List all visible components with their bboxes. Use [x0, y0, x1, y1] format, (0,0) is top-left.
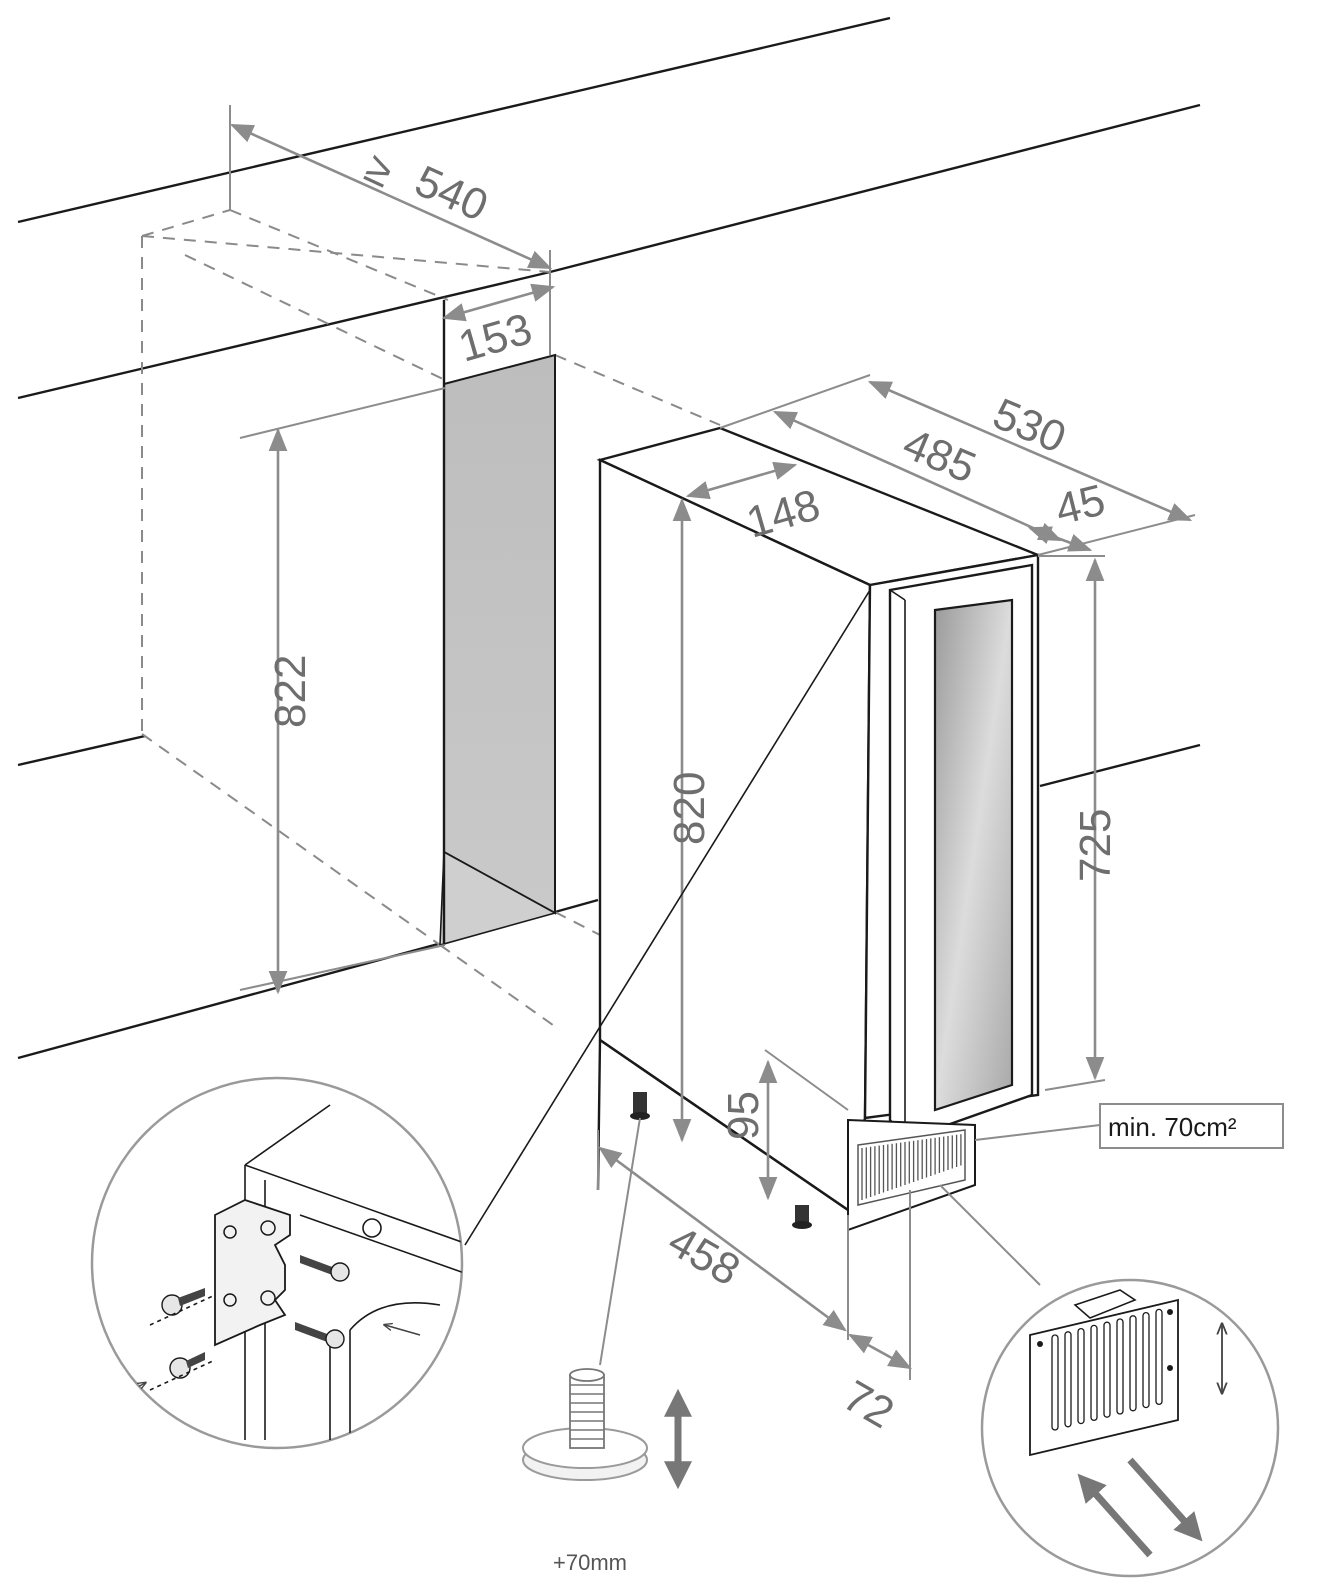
screw-icon [300, 1255, 350, 1282]
dim-niche-height: 822 [266, 655, 315, 728]
foot-detail: +70mm [522, 1368, 692, 1575]
grille-detail-slot [1129, 1315, 1137, 1412]
dim-niche-width: 153 [453, 304, 537, 371]
adjustable-foot-rear [792, 1205, 812, 1229]
insert-arrow-icon [1077, 1473, 1153, 1558]
grille-detail-slot [1142, 1311, 1150, 1409]
wine-cooler [596, 426, 1043, 1232]
dim-plinth-offset: 72 [835, 1371, 902, 1438]
direction-arrow-icon [114, 1383, 145, 1401]
grille-detail-slot [1116, 1318, 1124, 1415]
grille-detail-slot [1090, 1324, 1098, 1422]
dim-niche-depth: 540 [408, 156, 495, 231]
detail-leader-hinge [464, 589, 871, 1246]
screw-icon [295, 1322, 345, 1349]
grille-detail-slot [1051, 1334, 1059, 1431]
detail-grille-circle [980, 1278, 1280, 1578]
screw-icon [161, 1288, 205, 1316]
dim-door-thickness: 45 [1051, 475, 1110, 534]
grille-detail-slot [1155, 1308, 1163, 1406]
hidden-niche-edges [141, 209, 721, 1031]
dim-total-depth: 530 [986, 389, 1073, 463]
dimension-lines [229, 105, 1196, 1380]
ventilation-note: min. 70cm² [1108, 1112, 1237, 1142]
detail-leader-foot [599, 1117, 641, 1366]
adjustable-foot-front [630, 1092, 650, 1120]
detail-leader-grille [939, 1184, 1041, 1286]
grille-detail-slot [1077, 1327, 1085, 1425]
dim-body-height: 820 [665, 772, 714, 845]
direction-arrow-icon [385, 1325, 421, 1336]
dim-body-depth: 485 [896, 419, 983, 493]
worktop [17, 16, 1201, 1060]
door-glass [933, 598, 1014, 1112]
dim-base-depth: 458 [660, 1216, 748, 1295]
grille-detail-slot [1103, 1321, 1111, 1418]
detail-hinge-circle [90, 1076, 464, 1450]
dim-side-height: 725 [1071, 809, 1120, 882]
screw-icon [169, 1352, 205, 1379]
ventilation-note-box [1099, 1103, 1284, 1149]
remove-arrow-icon [1127, 1457, 1203, 1542]
dim-niche-depth-prefix: ≥ [358, 143, 401, 198]
niche [439, 300, 558, 947]
foot-adjustment-note: +70mm [553, 1550, 627, 1575]
ventilation-callout: min. 70cm² [974, 1103, 1284, 1149]
dim-plinth-height: 95 [719, 1091, 768, 1140]
grille-detail-slot [1064, 1331, 1072, 1428]
